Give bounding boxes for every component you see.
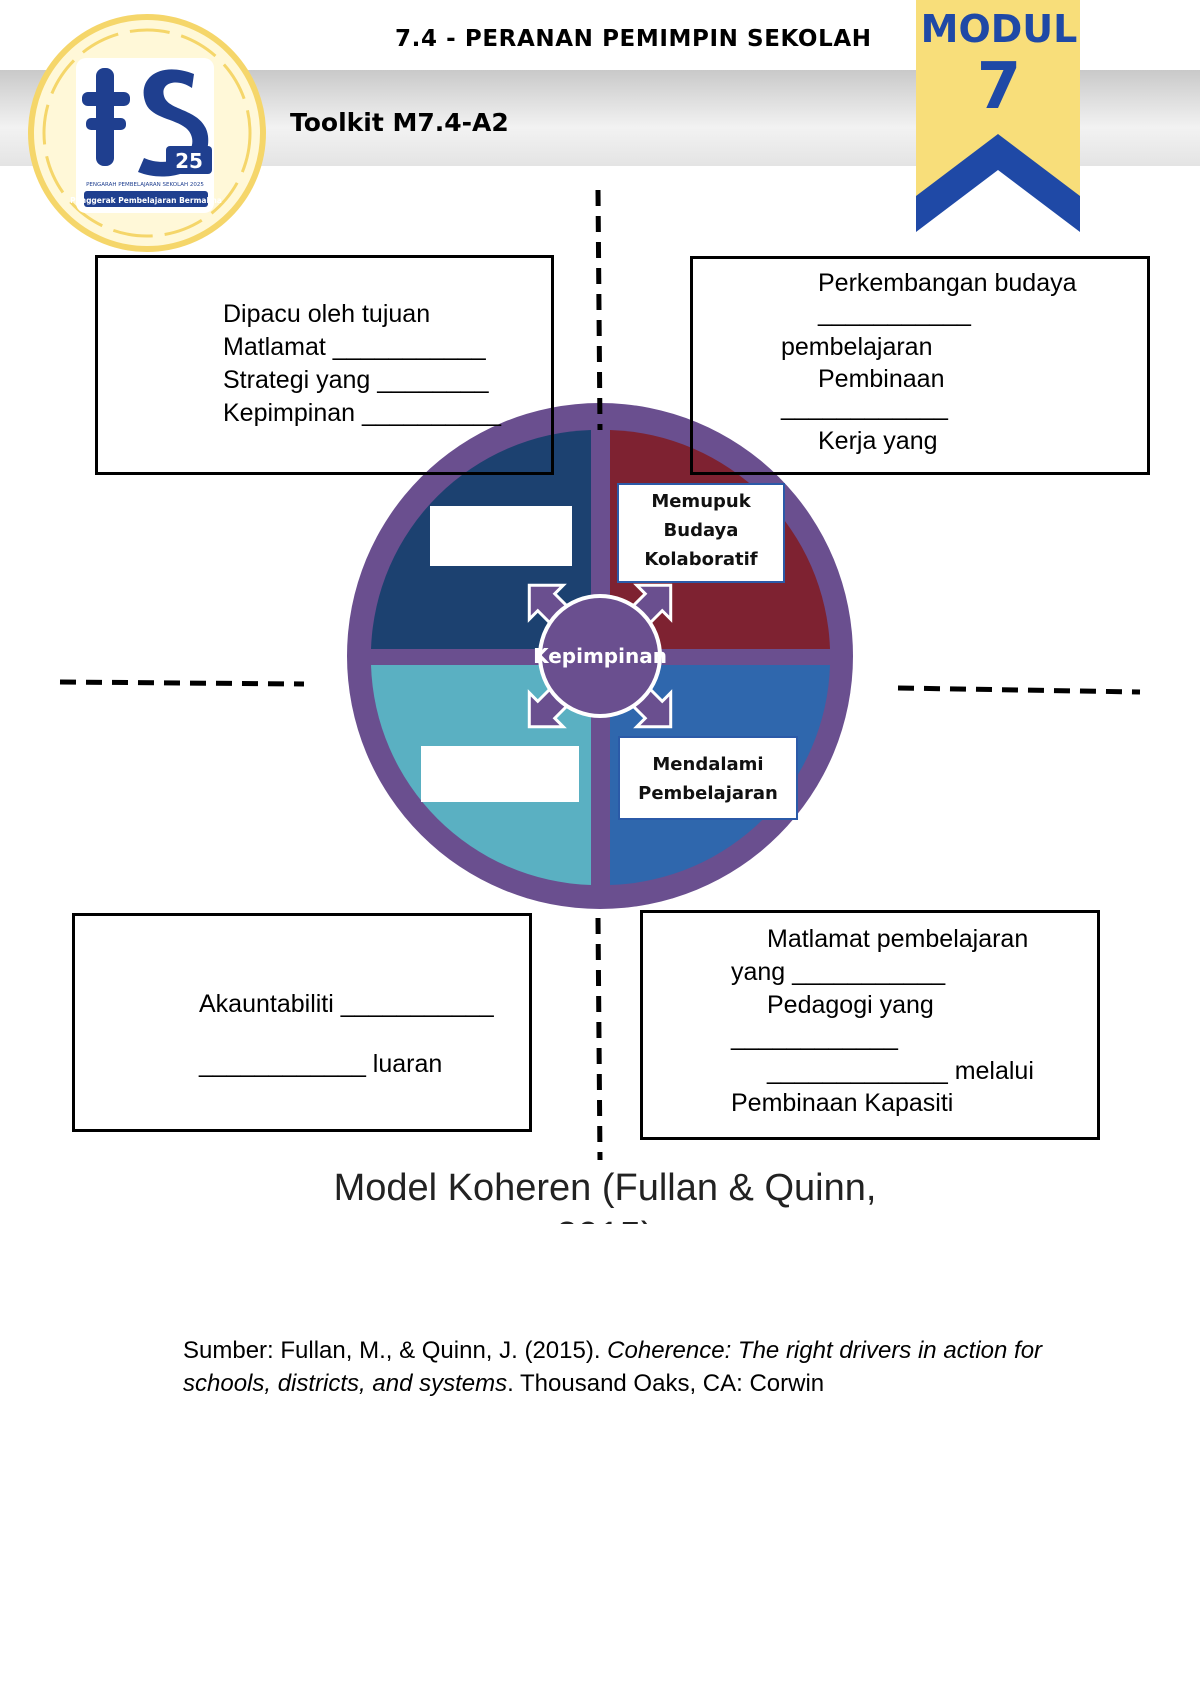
box-line: Kerja yang <box>818 427 938 455</box>
logo-tagline: PENGARAH PEMBELAJARAN SEKOLAH 2025 <box>86 182 204 188</box>
center-label: Kepimpinan <box>533 644 667 668</box>
dashed-line-right <box>897 685 1141 695</box>
box-line: ___________ <box>818 299 971 327</box>
diagram-caption: Model Koheren (Fullan & Quinn, 2015) <box>0 1164 1200 1224</box>
box-line: Pembinaan <box>818 365 945 393</box>
box-line: Matlamat ___________ <box>223 333 486 361</box>
box-line: _____________ melalui <box>767 1057 1034 1085</box>
box-line: Strategi yang ________ <box>223 366 489 394</box>
box-line: Akauntabiliti ___________ <box>199 990 494 1018</box>
blank-slot-top-left <box>430 506 572 566</box>
blank-slot-bottom-left <box>421 746 579 802</box>
box-line: Pembinaan Kapasiti <box>731 1089 954 1117</box>
box-line: ____________ <box>731 1023 898 1051</box>
box-line: Perkembangan budaya <box>818 269 1077 297</box>
source-title: Coherence: The right drivers in action f… <box>183 1337 1043 1397</box>
module-word: MODUL <box>921 7 1078 51</box>
logo-badge <box>84 191 208 207</box>
label-line: Pembelajaran <box>638 783 778 804</box>
chevron-up-icon <box>916 134 1080 232</box>
label-line: Budaya <box>663 520 739 541</box>
page-title: 7.4 - PERANAN PEMIMPIN SEKOLAH <box>395 26 872 52</box>
logo-badge-text: Penggerak Pembelajaran Bermakna <box>70 196 222 205</box>
logo: 25 PENGARAH PEMBELAJARAN SEKOLAH 2025 Pe… <box>28 14 266 252</box>
dashed-guides <box>59 189 1141 1161</box>
box-line: yang ___________ <box>731 958 946 986</box>
box-line: Matlamat pembelajaran <box>767 925 1029 953</box>
box-focusing-direction: Dipacu oleh tujuan Matlamat ___________ … <box>95 255 554 475</box>
box-securing-accountability: Akauntabiliti ___________ ____________ l… <box>72 913 532 1132</box>
box-line: pembelajaran <box>781 333 933 361</box>
source-suffix: . Thousand Oaks, CA: Corwin <box>507 1370 825 1397</box>
dashed-line-bottom <box>595 917 603 1161</box>
box-line: ____________ <box>781 393 948 421</box>
label-deepening-learning: Mendalami Pembelajaran <box>618 736 798 820</box>
source-citation: Sumber: Fullan, M., & Quinn, J. (2015). … <box>183 1334 1113 1400</box>
label-collaborative-culture: Memupuk Budaya Kolaboratif <box>617 483 785 583</box>
box-collaborative-culture: Perkembangan budaya ___________ pembelaj… <box>690 256 1150 475</box>
label-line: Kolaboratif <box>644 549 758 570</box>
module-number: 7 <box>977 50 1022 124</box>
box-line: Kepimpinan __________ <box>223 399 502 427</box>
caption-text: Model Koheren (Fullan & Quinn, 2015) <box>333 1167 877 1224</box>
box-line: ____________ luaran <box>199 1050 443 1078</box>
logo-year-box <box>166 146 212 174</box>
toolkit-label: Toolkit M7.4-A2 <box>290 108 509 137</box>
box-deepening-learning: Matlamat pembelajaran yang ___________ P… <box>640 910 1100 1140</box>
label-line: Mendalami <box>652 754 764 775</box>
source-prefix: Sumber: Fullan, M., & Quinn, J. (2015). <box>183 1337 608 1364</box>
dashed-line-top <box>595 189 603 431</box>
dashed-line-left <box>59 679 305 687</box>
logo-year: 25 <box>175 149 203 173</box>
box-line: Pedagogi yang <box>767 991 934 1019</box>
module-badge: MODUL 7 <box>916 0 1080 232</box>
logo-inner-ring <box>42 28 252 238</box>
center-circle <box>538 594 662 718</box>
box-line: Dipacu oleh tujuan <box>223 300 431 328</box>
label-line: Memupuk <box>651 491 751 512</box>
